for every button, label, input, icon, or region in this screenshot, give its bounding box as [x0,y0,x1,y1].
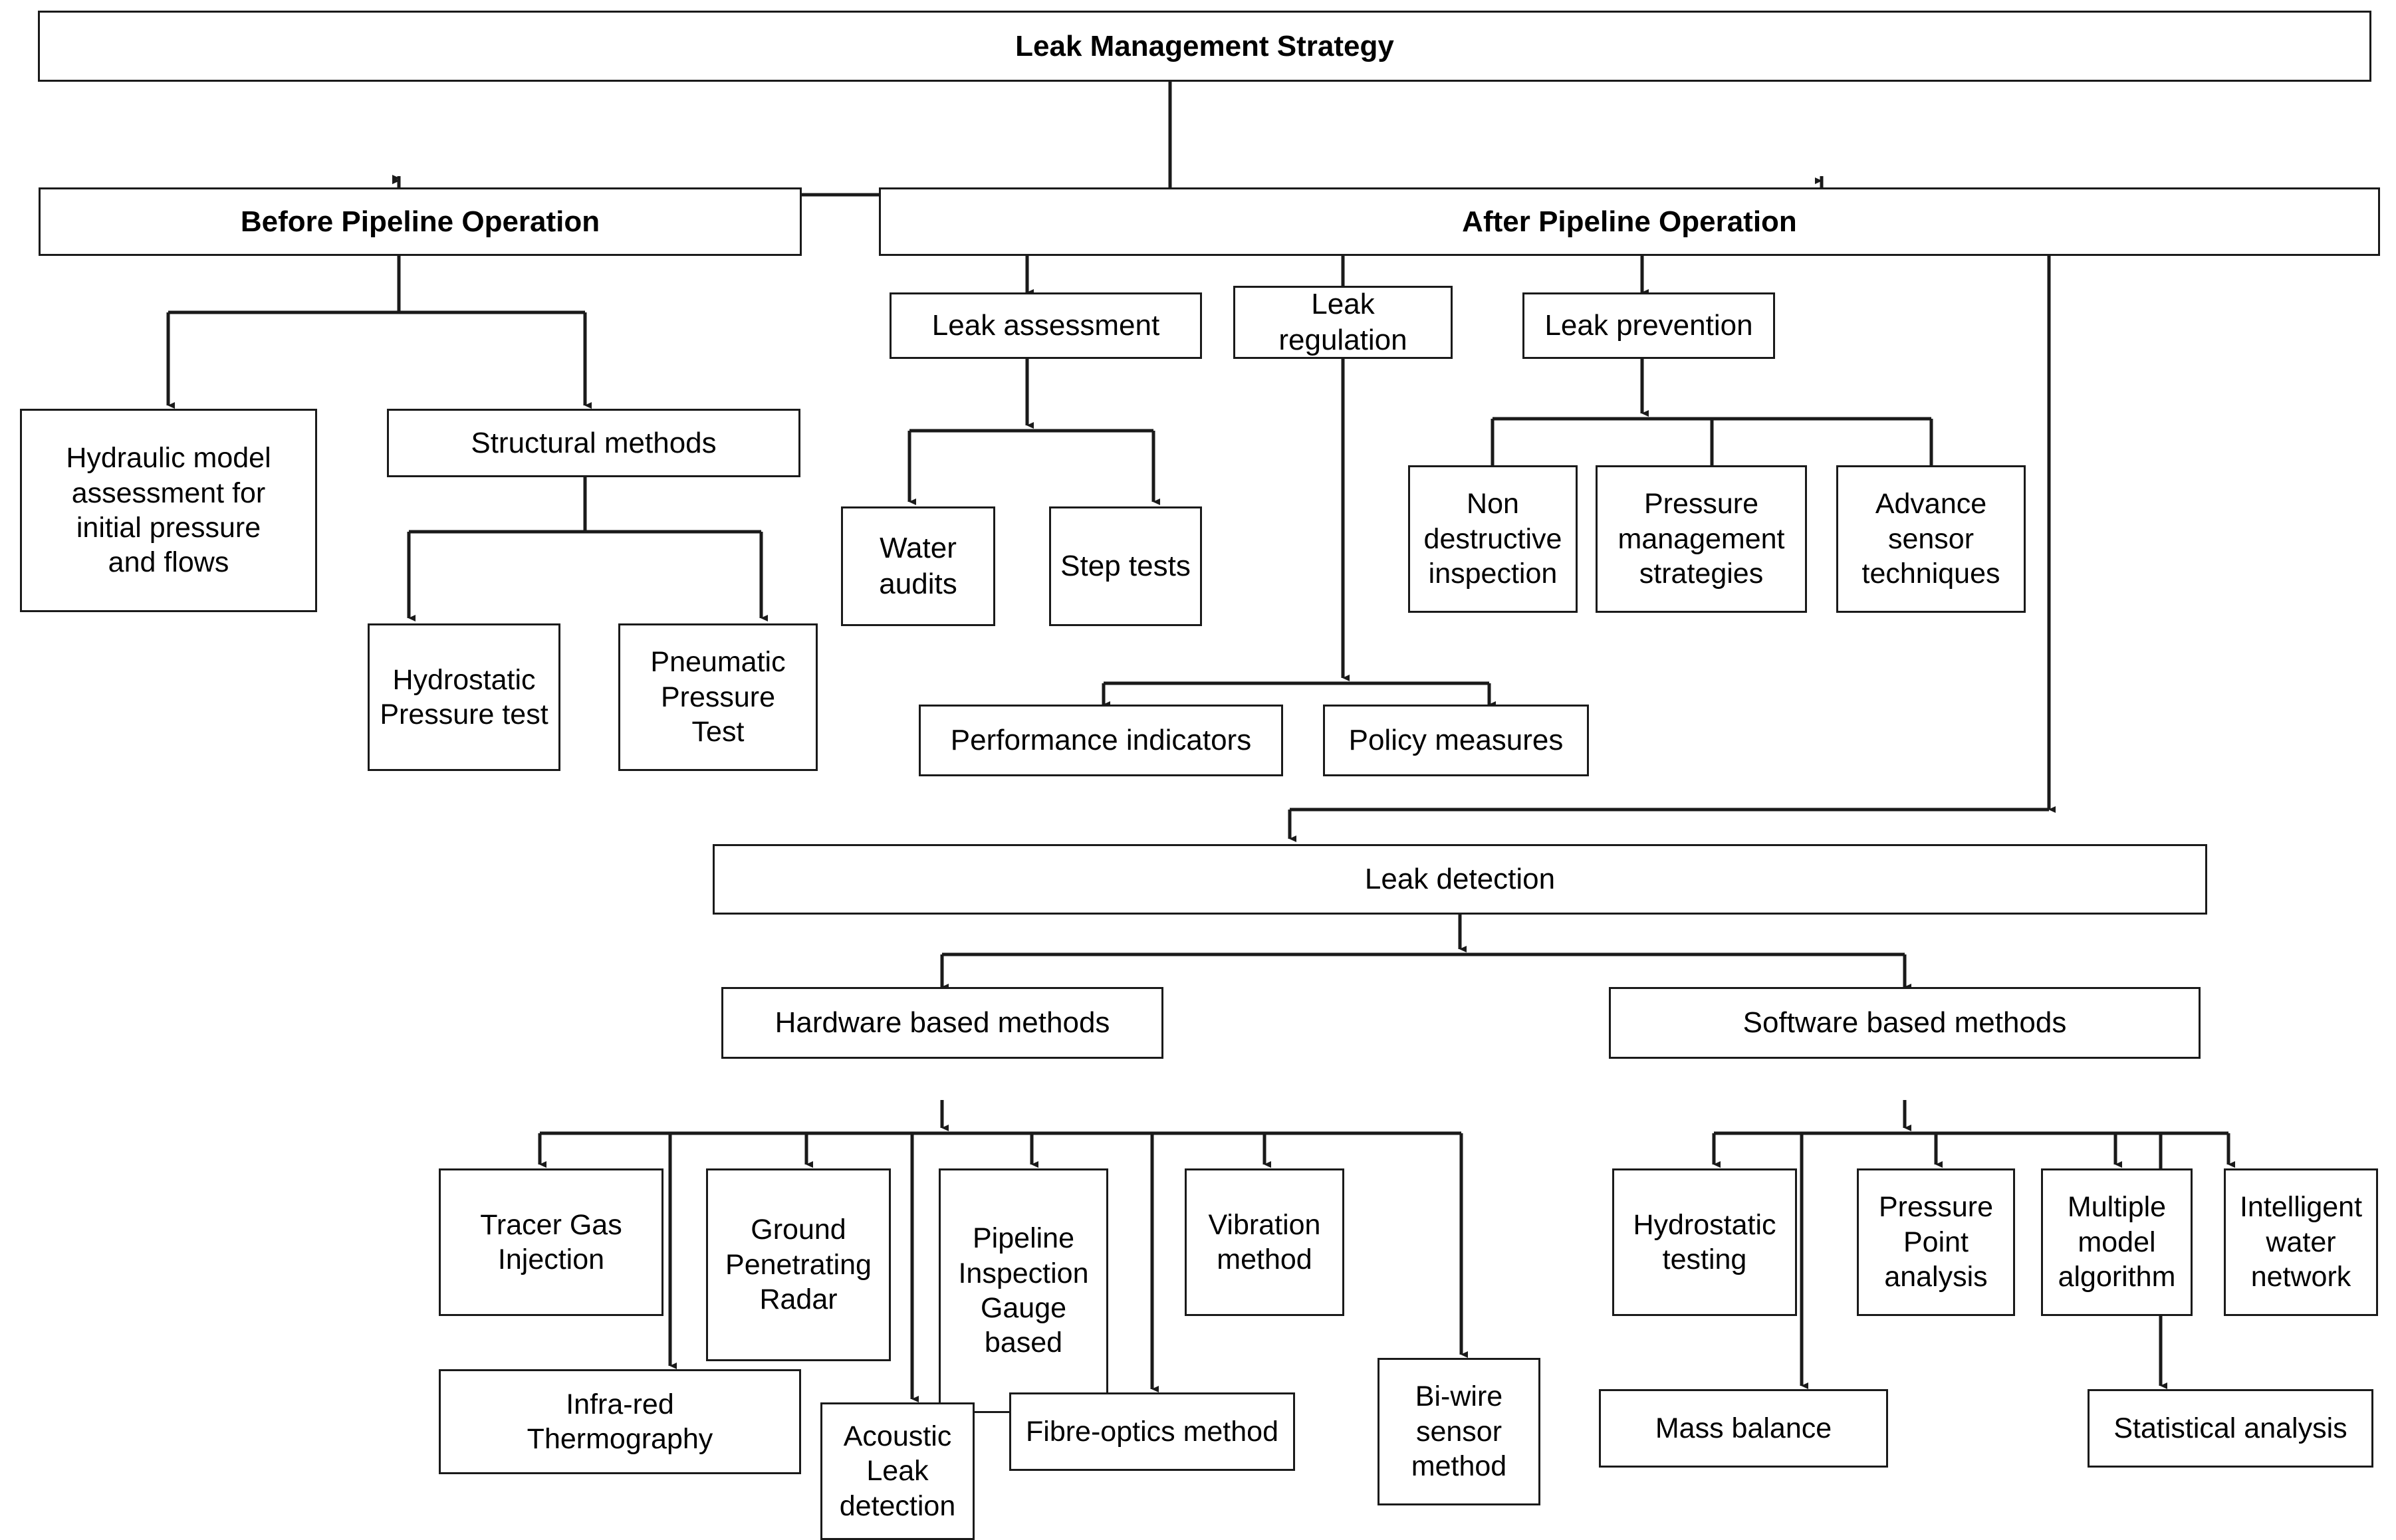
node-after-pipeline-operation[interactable]: After Pipeline Operation [879,187,2380,256]
node-bi-wire-sensor-method[interactable]: Bi-wire sensor method [1378,1358,1540,1505]
node-software-based-methods[interactable]: Software based methods [1609,987,2201,1059]
node-non-destructive-inspection[interactable]: Non destructive inspection [1408,465,1578,613]
node-leak-detection[interactable]: Leak detection [713,844,2207,915]
node-pressure-management-strategies[interactable]: Pressure management strategies [1596,465,1807,613]
node-leak-management-strategy[interactable]: Leak Management Strategy [38,11,2371,82]
node-hydrostatic-pressure-test[interactable]: Hydrostatic Pressure test [368,623,560,771]
node-intelligent-water-network[interactable]: Intelligent water network [2224,1168,2378,1316]
node-hydrostatic-testing[interactable]: Hydrostatic testing [1612,1168,1797,1316]
node-hydraulic-model-assessment[interactable]: Hydraulic model assessment for initial p… [20,409,317,612]
node-pressure-point-analysis[interactable]: Pressure Point analysis [1857,1168,2015,1316]
node-leak-prevention[interactable]: Leak prevention [1522,292,1775,359]
node-mass-balance[interactable]: Mass balance [1599,1389,1888,1468]
node-multiple-model-algorithm[interactable]: Multiple model algorithm [2041,1168,2193,1316]
node-hardware-based-methods[interactable]: Hardware based methods [721,987,1163,1059]
node-structural-methods[interactable]: Structural methods [387,409,800,477]
node-before-pipeline-operation[interactable]: Before Pipeline Operation [39,187,802,256]
node-performance-indicators[interactable]: Performance indicators [919,705,1283,776]
node-ground-penetrating-radar[interactable]: Ground Penetrating Radar [706,1168,891,1361]
node-pipeline-inspection-gauge[interactable]: Pipeline Inspection Gauge based [939,1168,1108,1413]
node-leak-assessment[interactable]: Leak assessment [890,292,1202,359]
node-step-tests[interactable]: Step tests [1049,506,1202,626]
node-fibre-optics-method[interactable]: Fibre-optics method [1009,1392,1295,1471]
node-tracer-gas-injection[interactable]: Tracer Gas Injection [439,1168,663,1316]
node-pneumatic-pressure-test[interactable]: Pneumatic Pressure Test [618,623,818,771]
node-acoustic-leak-detection[interactable]: Acoustic Leak detection [820,1402,975,1540]
node-advance-sensor-techniques[interactable]: Advance sensor techniques [1836,465,2026,613]
node-statistical-analysis[interactable]: Statistical analysis [2088,1389,2373,1468]
node-policy-measures[interactable]: Policy measures [1323,705,1589,776]
node-leak-regulation[interactable]: Leak regulation [1233,286,1453,359]
node-infrared-thermography[interactable]: Infra-red Thermography [439,1369,801,1474]
node-vibration-method[interactable]: Vibration method [1185,1168,1344,1316]
node-water-audits[interactable]: Water audits [841,506,995,626]
